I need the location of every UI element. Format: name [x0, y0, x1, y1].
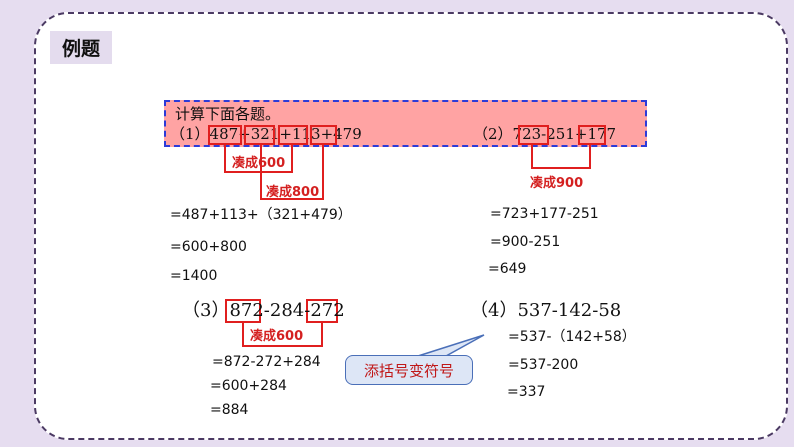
- label-make-800: 凑成800: [266, 185, 320, 200]
- callout-bubble: 添括号变符号: [345, 355, 473, 385]
- problem-4: （4）537-142-58: [470, 300, 622, 321]
- box-723: [518, 125, 549, 145]
- box-321: [244, 125, 275, 145]
- example-tag: 例题: [50, 31, 112, 64]
- label-make-600-b: 凑成600: [250, 329, 304, 344]
- problem-3: （3）872-284-272: [182, 300, 345, 321]
- problem-1: （1）487+321+113+479: [170, 125, 362, 143]
- box-479: [310, 125, 337, 145]
- solution-1-step-2: =600+800: [170, 239, 247, 255]
- solution-1-step-1: =487+113+（321+479）: [170, 207, 352, 223]
- label-make-900: 凑成900: [530, 176, 584, 191]
- solution-4-step-1: =537-（142+58）: [508, 329, 636, 345]
- instruction-text: 计算下面各题。: [175, 105, 281, 123]
- solution-4-step-3: =337: [507, 384, 546, 400]
- solution-4-step-2: =537-200: [508, 357, 579, 373]
- label-make-600: 凑成600: [232, 156, 286, 171]
- box-177: [578, 125, 606, 145]
- box-113: [278, 125, 308, 145]
- solution-1-step-3: =1400: [170, 268, 218, 284]
- box-872: [225, 299, 261, 323]
- problem-2: （2）723-251+177: [473, 125, 617, 143]
- solution-2-step-2: =900-251: [490, 234, 561, 250]
- solution-3-step-2: =600+284: [210, 378, 287, 394]
- solution-2-step-3: =649: [488, 261, 527, 277]
- box-487: [208, 125, 242, 145]
- box-272: [306, 299, 338, 323]
- solution-3-step-3: =884: [210, 402, 249, 418]
- solution-3-step-1: =872-272+284: [212, 354, 321, 370]
- solution-2-step-1: =723+177-251: [490, 206, 599, 222]
